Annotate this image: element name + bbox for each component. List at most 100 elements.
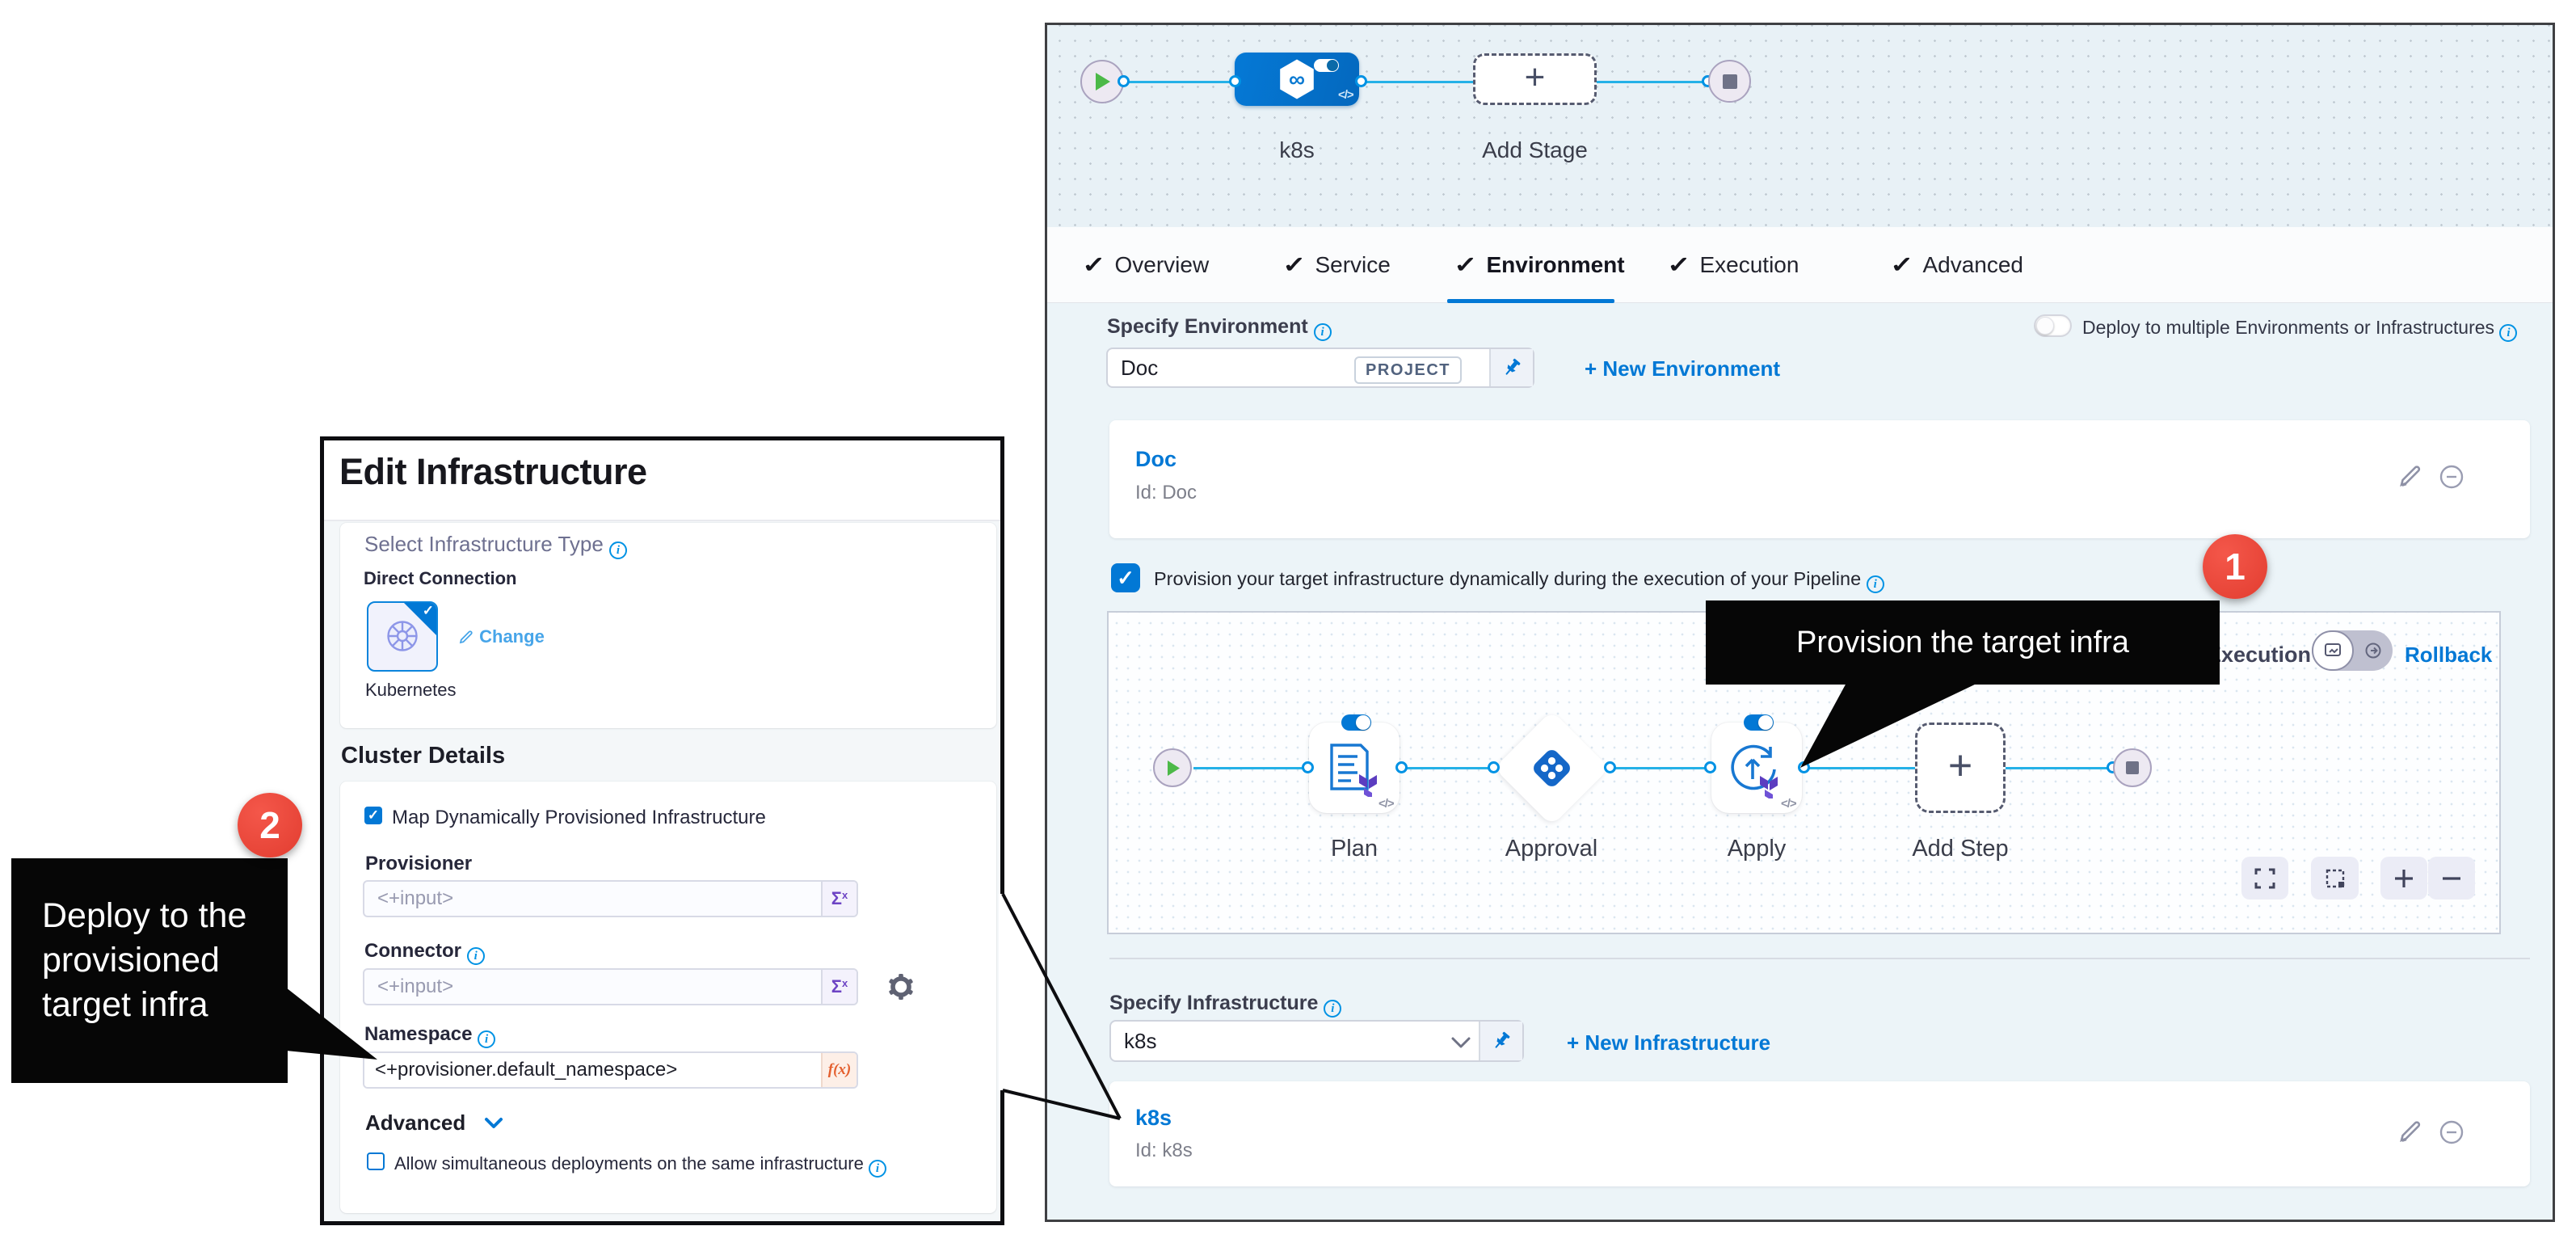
- approval-icon: [1534, 750, 1570, 786]
- edit-pencil-icon[interactable]: [2397, 462, 2424, 490]
- infrastructure-card-id: Id: k8s: [1135, 1140, 1193, 1161]
- environment-tab-content: Specify Environment i Doc PROJECT: [1047, 303, 2553, 1220]
- change-link[interactable]: Change: [458, 626, 545, 647]
- map-dynamic-infra-checkbox[interactable]: ✓: [364, 807, 382, 824]
- play-icon: [1096, 73, 1110, 91]
- provision-dynamically-checkbox[interactable]: ✓: [1111, 563, 1140, 592]
- provision-dynamically-label: Provision your target infrastructure dyn…: [1154, 568, 1884, 593]
- infrastructure-select[interactable]: k8s: [1109, 1020, 1524, 1062]
- fit-view-button[interactable]: [2241, 857, 2288, 900]
- infrastructure-card-title[interactable]: k8s: [1135, 1106, 1172, 1130]
- terraform-plan-icon: [1330, 744, 1377, 797]
- graph-view-button[interactable]: [2312, 630, 2354, 671]
- step-node-plan[interactable]: </>: [1309, 723, 1400, 813]
- tab-overview[interactable]: ✓ Overview: [1082, 227, 1209, 302]
- tab-service[interactable]: ✓ Service: [1282, 227, 1391, 302]
- namespace-input[interactable]: <+provisioner.default_namespace> f(x): [363, 1051, 858, 1089]
- connector-dot[interactable]: [1395, 761, 1408, 773]
- environment-card-id: Id: Doc: [1135, 482, 1198, 504]
- stage-toggle[interactable]: [1314, 59, 1339, 72]
- connector-dot[interactable]: [1704, 761, 1716, 773]
- connector-dot[interactable]: [1229, 75, 1241, 87]
- play-icon: [1168, 761, 1180, 776]
- chevron-down-icon: [484, 1118, 503, 1128]
- step-toggle[interactable]: [1341, 714, 1371, 731]
- callout-text-line: target infra: [42, 985, 208, 1024]
- namespace-value: <+provisioner.default_namespace>: [364, 1053, 821, 1087]
- box-select-button[interactable]: [2311, 857, 2359, 900]
- tab-environment[interactable]: ✓ Environment: [1454, 227, 1625, 302]
- stage-node-k8s[interactable]: ∞ </>: [1235, 53, 1359, 106]
- allow-simultaneous-label: Allow simultaneous deployments on the sa…: [394, 1153, 886, 1178]
- remove-circle-icon[interactable]: [2439, 1119, 2466, 1147]
- new-infrastructure-link[interactable]: + New Infrastructure: [1567, 1030, 1771, 1055]
- list-view-button[interactable]: [2354, 630, 2393, 671]
- code-icon[interactable]: </>: [1338, 88, 1354, 102]
- edge: [1610, 767, 1710, 769]
- info-icon[interactable]: i: [609, 541, 628, 559]
- plus-icon: +: [1524, 57, 1546, 97]
- info-icon[interactable]: i: [1324, 1000, 1342, 1018]
- add-step-node[interactable]: +: [1915, 723, 2006, 813]
- pin-button[interactable]: [1479, 1022, 1522, 1060]
- direct-connection-label: Direct Connection: [364, 568, 517, 588]
- rollback-link[interactable]: Rollback: [2405, 643, 2493, 667]
- connector-dot[interactable]: [1302, 761, 1314, 773]
- zoom-in-button[interactable]: [2380, 857, 2427, 900]
- edge: [1597, 81, 1710, 83]
- connector-dot[interactable]: [1604, 761, 1616, 773]
- code-icon[interactable]: </>: [1378, 797, 1395, 811]
- connector-dot[interactable]: [1118, 75, 1130, 87]
- info-icon[interactable]: i: [868, 1160, 886, 1178]
- kubernetes-tile[interactable]: ✓: [367, 601, 438, 672]
- pin-button[interactable]: [1489, 349, 1533, 386]
- fullscreen-icon: [2254, 868, 2275, 888]
- remove-circle-icon[interactable]: [2439, 464, 2466, 491]
- stage-tabbar: ✓ Overview ✓ Service ✓ Environment ✓ Exe…: [1047, 227, 2553, 303]
- pin-icon: [1495, 1031, 1510, 1048]
- environment-select[interactable]: Doc PROJECT: [1106, 348, 1534, 388]
- edit-pencil-icon[interactable]: [2397, 1118, 2424, 1145]
- code-icon[interactable]: </>: [1781, 797, 1797, 811]
- tab-label: Service: [1315, 251, 1391, 277]
- edge: [1361, 81, 1474, 83]
- pencil-icon: [459, 630, 473, 644]
- gear-icon[interactable]: [886, 972, 915, 1001]
- pin-icon: [1505, 358, 1521, 375]
- new-environment-link[interactable]: + New Environment: [1585, 356, 1780, 381]
- check-icon: ✓: [1282, 252, 1307, 277]
- tab-label: Advanced: [1922, 251, 2024, 277]
- info-icon[interactable]: i: [478, 1030, 496, 1048]
- tab-advanced[interactable]: ✓ Advanced: [1890, 227, 2024, 302]
- zoom-out-button[interactable]: [2428, 857, 2475, 900]
- add-stage-node[interactable]: +: [1473, 53, 1597, 105]
- info-icon[interactable]: i: [1866, 575, 1884, 593]
- specify-environment-label: Specify Environment i: [1107, 315, 1332, 341]
- info-icon[interactable]: i: [1313, 323, 1332, 341]
- add-step-label: Add Step: [1912, 836, 2009, 862]
- connector-dot[interactable]: [1488, 761, 1500, 773]
- selected-check-icon: ✓: [422, 603, 434, 618]
- tab-execution[interactable]: ✓ Execution: [1667, 227, 1799, 302]
- dialog-border-gap: [999, 894, 1006, 1090]
- multi-env-toggle-label: Deploy to multiple Environments or Infra…: [2082, 317, 2518, 342]
- connector-dot[interactable]: [1798, 761, 1810, 773]
- info-icon[interactable]: i: [466, 947, 485, 965]
- allow-simultaneous-checkbox[interactable]: [367, 1152, 385, 1170]
- info-icon[interactable]: i: [2499, 324, 2518, 342]
- step-label: Approval: [1505, 836, 1598, 862]
- step-toggle[interactable]: [1744, 714, 1774, 731]
- step-node-apply[interactable]: </>: [1711, 723, 1802, 813]
- scope-tag: PROJECT: [1354, 356, 1462, 384]
- plus-icon: [2395, 869, 2413, 887]
- advanced-section-toggle[interactable]: Advanced: [365, 1110, 504, 1136]
- environment-card-title[interactable]: Doc: [1135, 447, 1177, 471]
- connector-dot[interactable]: [1355, 75, 1367, 87]
- multi-env-toggle[interactable]: [2034, 314, 2072, 337]
- graph-view-icon: [2325, 643, 2341, 656]
- fx-button[interactable]: f(x): [821, 1053, 857, 1087]
